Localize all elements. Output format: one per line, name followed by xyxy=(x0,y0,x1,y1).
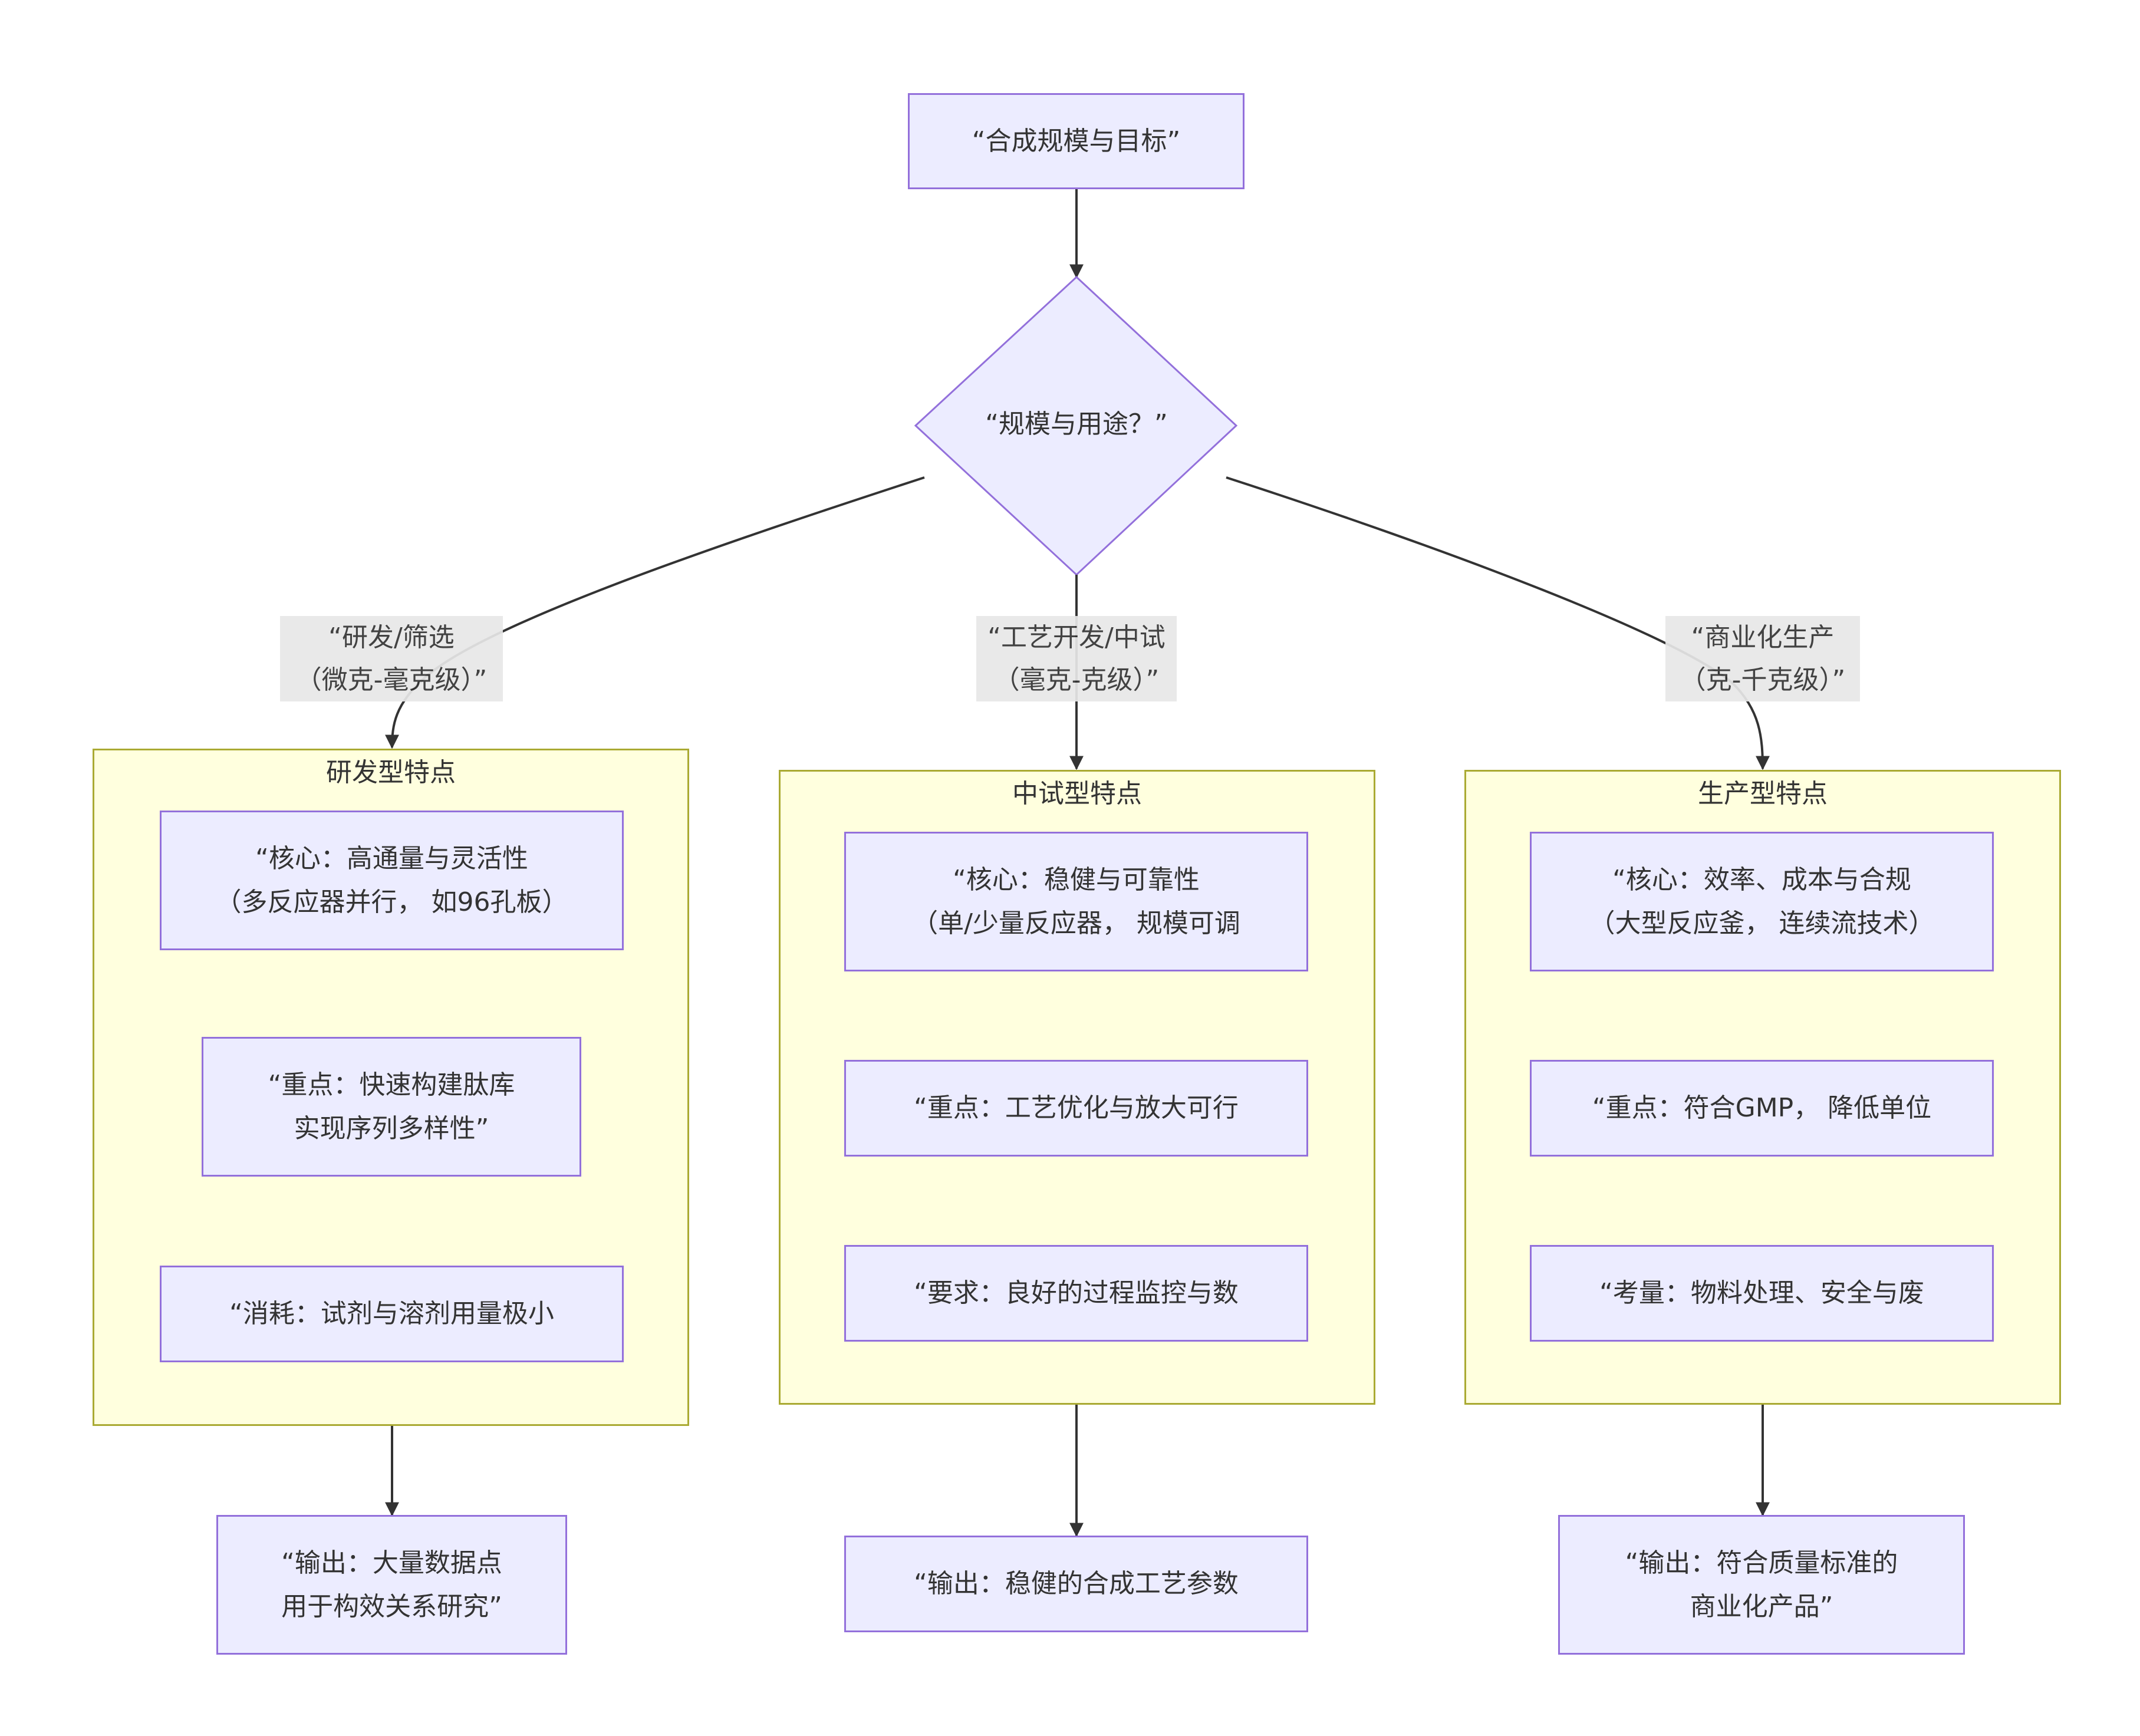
rd-core-node[interactable]: “核心：高通量与灵活性 （多反应器并行， 如96孔板） xyxy=(160,811,624,950)
rd-focus-node[interactable]: “重点：快速构建肽库 实现序列多样性” xyxy=(202,1037,581,1177)
decision-label: “规模与用途？” xyxy=(985,409,1168,439)
rd-consumption-node[interactable]: “消耗：试剂与溶剂用量极小 xyxy=(160,1266,624,1362)
production-core-node[interactable]: “核心：效率、成本与合规 （大型反应釜， 连续流技术） xyxy=(1530,832,1994,971)
edge-label-pilot: “工艺开发/中试 （毫克-克级）” xyxy=(976,616,1177,701)
rd-core-label: “核心：高通量与灵活性 （多反应器并行， 如96孔板） xyxy=(215,843,568,917)
pilot-focus-label: “重点：工艺优化与放大可行 xyxy=(914,1093,1239,1123)
production-consideration-label: “考量：物料处理、安全与废 xyxy=(1599,1278,1924,1308)
pilot-core-label: “核心：稳健与可靠性 （单/少量反应器， 规模可调 xyxy=(912,864,1240,938)
cluster-rd-title: 研发型特点 xyxy=(326,757,456,788)
production-focus-node[interactable]: “重点：符合GMP， 降低单位 xyxy=(1530,1060,1994,1157)
pilot-focus-node[interactable]: “重点：工艺优化与放大可行 xyxy=(844,1060,1308,1157)
edge-label-production: “商业化生产 （克-千克级）” xyxy=(1665,616,1860,701)
edge-label-rd: “研发/筛选 （微克-毫克级）” xyxy=(280,616,503,701)
pilot-requirement-node[interactable]: “要求：良好的过程监控与数 xyxy=(844,1245,1308,1342)
start-node-label: “合成规模与目标” xyxy=(972,126,1181,156)
production-output-node[interactable]: “输出：符合质量标准的 商业化产品” xyxy=(1558,1515,1965,1655)
pilot-core-node[interactable]: “核心：稳健与可靠性 （单/少量反应器， 规模可调 xyxy=(844,832,1308,971)
production-consideration-node[interactable]: “考量：物料处理、安全与废 xyxy=(1530,1245,1994,1342)
rd-consumption-label: “消耗：试剂与溶剂用量极小 xyxy=(229,1299,554,1329)
production-output-label: “输出：符合质量标准的 商业化产品” xyxy=(1625,1547,1898,1622)
edge-decision-to-rd xyxy=(385,476,925,749)
cluster-pilot-title: 中试型特点 xyxy=(1012,779,1142,809)
pilot-output-label: “输出：稳健的合成工艺参数 xyxy=(914,1569,1239,1599)
production-core-label: “核心：效率、成本与合规 （大型反应釜， 连续流技术） xyxy=(1589,864,1935,938)
pilot-output-node[interactable]: “输出：稳健的合成工艺参数 xyxy=(844,1536,1308,1632)
edge-decision-to-production xyxy=(1226,476,1770,770)
production-focus-label: “重点：符合GMP， 降低单位 xyxy=(1592,1093,1932,1123)
cluster-production-title: 生产型特点 xyxy=(1698,779,1828,809)
rd-output-label: “输出：大量数据点 用于构效关系研究” xyxy=(281,1547,502,1622)
rd-focus-label: “重点：快速构建肽库 实现序列多样性” xyxy=(268,1069,515,1144)
start-node[interactable]: “合成规模与目标” xyxy=(908,93,1245,189)
pilot-requirement-label: “要求：良好的过程监控与数 xyxy=(914,1278,1239,1308)
rd-output-node[interactable]: “输出：大量数据点 用于构效关系研究” xyxy=(216,1515,567,1655)
